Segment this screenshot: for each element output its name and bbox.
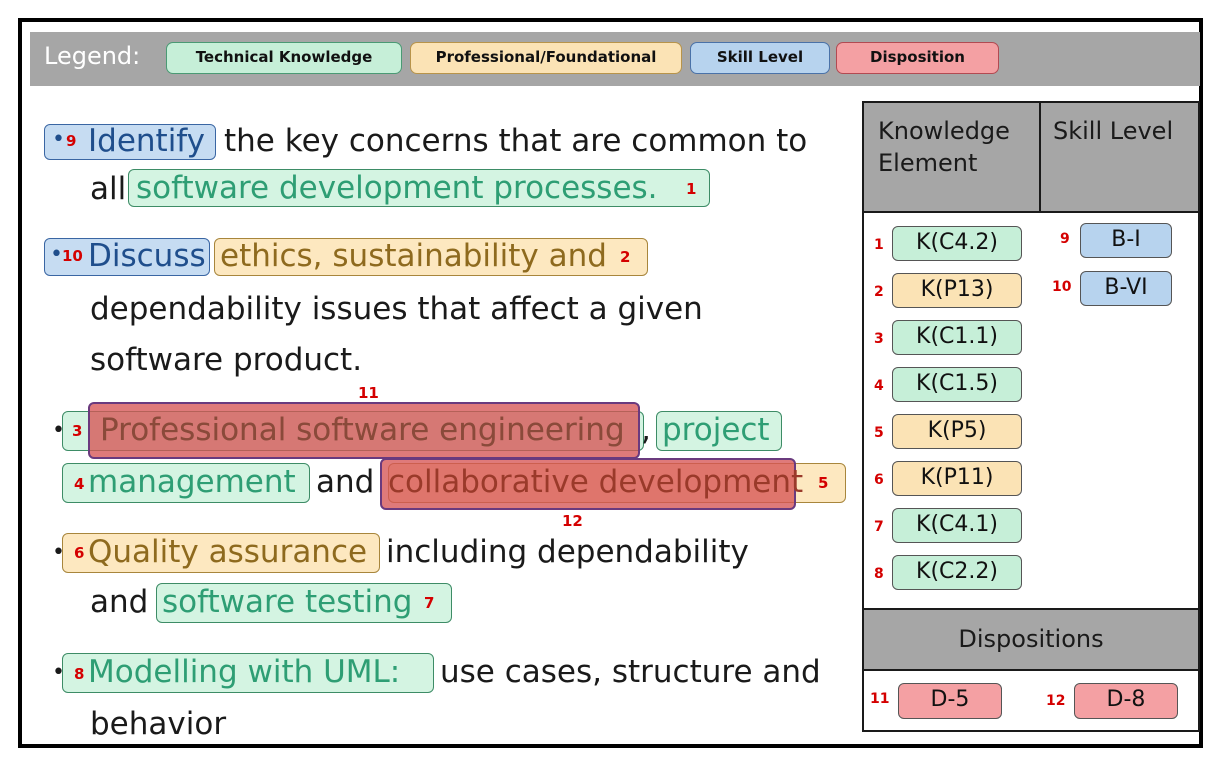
- phrase-project: project: [662, 412, 770, 448]
- skill-highlight-9: [44, 124, 216, 160]
- ref-number-9: 9: [66, 132, 77, 150]
- disposition-highlight-12: [380, 458, 796, 510]
- table-ref-10: 10: [1052, 279, 1072, 295]
- legend-technical-knowledge: Technical Knowledge: [166, 42, 402, 74]
- word-and: and: [90, 584, 149, 620]
- table-ref-3: 3: [874, 331, 884, 347]
- knowledge-code-5: K(P5): [892, 414, 1022, 449]
- table-ref-5: 5: [874, 425, 884, 441]
- ref-number-2: 2: [620, 248, 631, 266]
- legend-bar: Legend: Technical Knowledge Professional…: [30, 32, 1200, 86]
- knowledge-code-3: K(C1.1): [892, 320, 1022, 355]
- knowledge-code-4: K(C1.5): [892, 367, 1022, 402]
- header-element-label: Element: [878, 149, 978, 177]
- verb-identify: Identify: [88, 123, 206, 159]
- word-and: and: [316, 464, 375, 500]
- phrase-software-development-processes: software development processes.: [136, 170, 658, 206]
- disposition-highlight-11: [88, 402, 640, 459]
- ref-number-6: 6: [74, 544, 85, 562]
- mapping-table: Knowledge Element Skill Level 1 K(C4.2) …: [862, 101, 1200, 732]
- phrase-quality-assurance: Quality assurance: [88, 534, 368, 570]
- ref-number-12: 12: [562, 512, 583, 530]
- bullet: •: [52, 540, 65, 565]
- knowledge-code-2: K(P13): [892, 273, 1022, 308]
- bullet: •: [52, 127, 65, 152]
- table-ref-11: 11: [870, 691, 890, 707]
- legend-professional-foundational: Professional/Foundational: [410, 42, 682, 74]
- knowledge-highlight-8: [62, 653, 434, 693]
- ref-number-11: 11: [358, 384, 379, 402]
- phrase-management: management: [88, 464, 296, 500]
- ref-number-7: 7: [424, 594, 435, 612]
- header-skill-level: Skill Level: [1041, 103, 1198, 213]
- table-ref-9: 9: [1060, 231, 1070, 247]
- knowledge-highlight-4a: [656, 411, 782, 451]
- knowledge-code-7: K(C4.1): [892, 508, 1022, 543]
- disposition-code-11: D-5: [898, 683, 1002, 719]
- comma: ,: [641, 412, 651, 448]
- disposition-code-12: D-8: [1074, 683, 1178, 719]
- outcome-text: use cases, structure and: [440, 654, 821, 690]
- bullet: •: [50, 242, 63, 267]
- header-knowledge-label: Knowledge: [878, 117, 1010, 145]
- knowledge-code-8: K(C2.2): [892, 555, 1022, 590]
- knowledge-highlight-1: [128, 169, 710, 207]
- outcome-text: software product.: [90, 342, 363, 378]
- ref-number-1: 1: [686, 180, 697, 198]
- table-ref-4: 4: [874, 378, 884, 394]
- knowledge-highlight-2: [214, 238, 648, 276]
- legend-disposition: Disposition: [836, 42, 999, 74]
- outcome-text: dependability issues that affect a given: [90, 291, 703, 327]
- bullet: •: [52, 418, 65, 443]
- outcome-text: all: [90, 171, 127, 207]
- phrase-ethics-sustainability: ethics, sustainability and: [220, 238, 607, 274]
- verb-discuss: Discuss: [88, 238, 206, 274]
- table-ref-6: 6: [874, 472, 884, 488]
- knowledge-code-6: K(P11): [892, 461, 1022, 496]
- phrase-software-testing: software testing: [162, 584, 413, 620]
- header-knowledge-element: Knowledge Element: [864, 103, 1041, 213]
- bullet: •: [52, 660, 65, 685]
- legend-skill-level: Skill Level: [690, 42, 830, 74]
- skill-code-9: B-I: [1080, 223, 1172, 258]
- knowledge-highlight-6: [62, 533, 380, 573]
- table-ref-12: 12: [1046, 693, 1066, 709]
- table-ref-2: 2: [874, 284, 884, 300]
- table-ref-8: 8: [874, 566, 884, 582]
- phrase-collaborative-development: collaborative development: [388, 464, 804, 500]
- header-skill-level-label: Skill Level: [1053, 117, 1174, 145]
- outcome-text: the key concerns that are common to: [224, 123, 808, 159]
- ref-number-4: 4: [74, 475, 85, 493]
- outcome-text: including dependability: [386, 534, 749, 570]
- legend-title: Legend:: [44, 42, 141, 70]
- phrase-modelling-with-uml: Modelling with UML:: [88, 654, 401, 690]
- header-dispositions: Dispositions: [864, 608, 1198, 671]
- table-ref-7: 7: [874, 519, 884, 535]
- ref-number-10: 10: [62, 247, 83, 265]
- knowledge-code-1: K(C4.2): [892, 226, 1022, 261]
- table-ref-1: 1: [874, 237, 884, 253]
- skill-highlight-10: [44, 238, 210, 276]
- knowledge-highlight-4b: [62, 463, 310, 503]
- ref-number-8: 8: [74, 665, 85, 683]
- ref-number-3: 3: [72, 422, 83, 440]
- ref-number-5: 5: [818, 474, 829, 492]
- outcome-text: behavior: [90, 706, 227, 742]
- phrase-professional-software-engineering-overlay: Professional software engineering: [100, 412, 625, 448]
- knowledge-highlight-7: [156, 583, 452, 623]
- skill-code-10: B-VI: [1080, 271, 1172, 306]
